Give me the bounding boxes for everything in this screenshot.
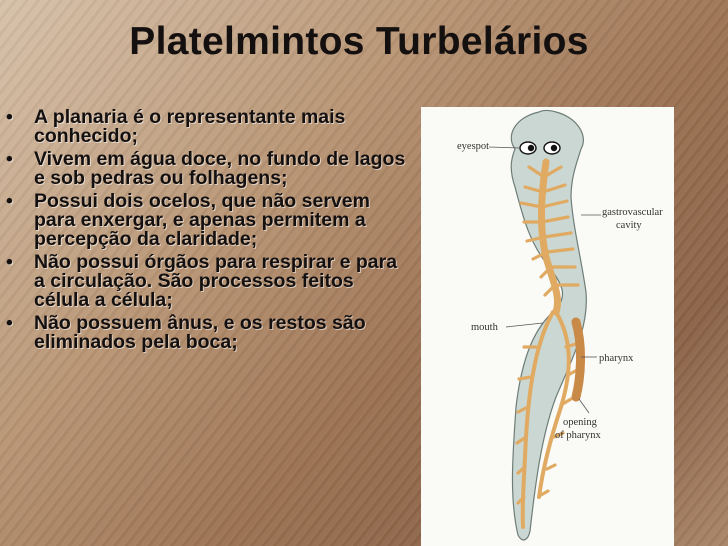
bullet-marker: •: [6, 190, 13, 212]
bullet-marker: •: [6, 148, 13, 170]
pharynx-organ: [571, 317, 586, 402]
bullet-item: • Possui dois ocelos, que não servem para…: [6, 190, 406, 250]
label-opening: opening: [563, 417, 598, 428]
label-cavity: cavity: [616, 220, 642, 231]
bullet-text: Não possuem ânus, e os restos são elimin…: [34, 312, 366, 353]
bullet-text: A planaria é o representante mais conhec…: [34, 106, 346, 147]
bullet-marker: •: [6, 106, 13, 128]
gastrovascular-trunk: [538, 158, 562, 316]
bullet-item: • Não possui órgãos para respirar e para …: [6, 251, 406, 311]
planaria-illustration: eyespot gastrovascular cavity mouth phar…: [457, 109, 663, 541]
slide-title: Platelmintos Turbelários: [129, 20, 589, 63]
label-of-pharynx: of pharynx: [555, 430, 602, 441]
bullet-marker: •: [6, 251, 13, 273]
label-pharynx: pharynx: [599, 353, 634, 364]
eyespots: [519, 141, 561, 155]
bullet-text: Possui dois ocelos, que não servem para …: [34, 190, 370, 250]
bullet-text: Vivem em água doce, no fundo de lagos e …: [34, 148, 406, 189]
bullet-text: Não possui órgãos para respirar e para a…: [34, 251, 398, 311]
gastrovascular-lower-right: [537, 310, 571, 499]
label-mouth: mouth: [471, 322, 499, 333]
label-gastrovascular: gastrovascular: [602, 207, 663, 218]
label-eyespot: eyespot: [457, 141, 489, 152]
bullet-marker: •: [6, 312, 13, 334]
bullet-item: • A planaria é o representante mais conhe…: [6, 106, 406, 147]
planaria-diagram: eyespot gastrovascular cavity mouth phar…: [421, 107, 674, 546]
bullet-list: • A planaria é o representante mais conhe…: [6, 106, 406, 356]
bullet-item: • Vivem em água doce, no fundo de lagos e…: [6, 148, 406, 189]
gut-branches: [515, 165, 581, 505]
leader-lines: [488, 146, 601, 414]
bullet-item: • Não possuem ânus, e os restos são elimi…: [6, 312, 406, 353]
